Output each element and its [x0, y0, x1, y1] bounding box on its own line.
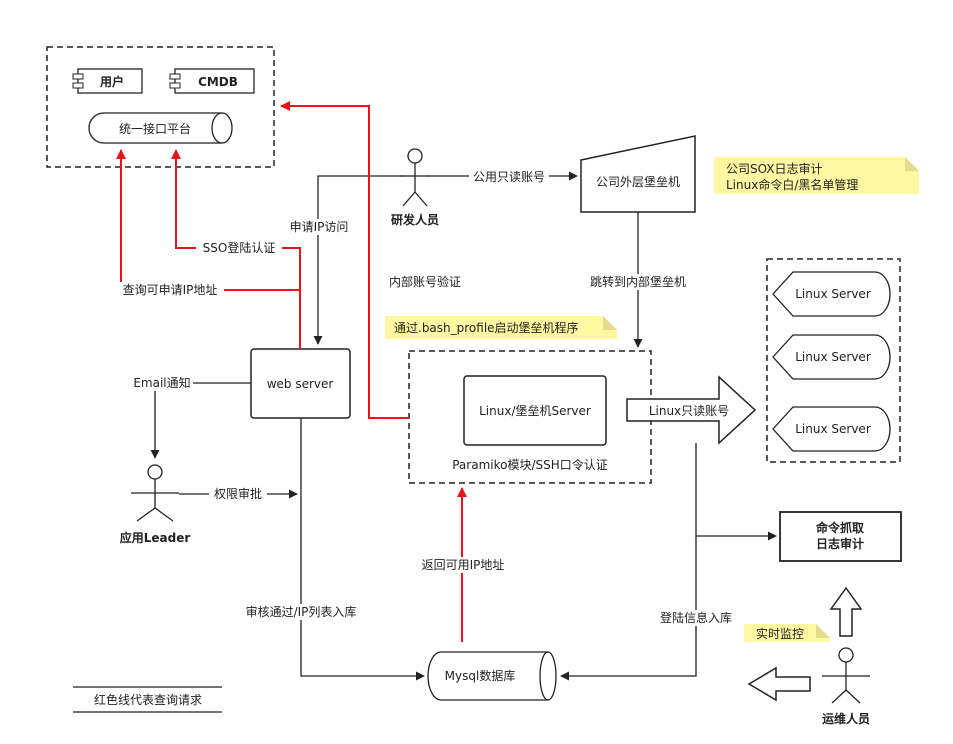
email-notify-label: Email通知 — [133, 376, 190, 390]
developer-label: 研发人员 — [391, 212, 439, 227]
log-audit-line2: 日志审计 — [816, 536, 864, 551]
web-server-label: web server — [267, 377, 334, 391]
linux-readonly-arrow: Linux只读账号 — [626, 375, 757, 445]
query-ip-label: 查询可申请IP地址 — [123, 283, 218, 297]
ops-actor: 运维人员 — [822, 647, 870, 726]
platform-group: 用户 CMDB 统一接口平台 — [46, 46, 275, 168]
permission-approve-label: 权限审批 — [214, 486, 262, 501]
log-capture-edge — [695, 443, 777, 541]
linux-server-label: Linux Server — [795, 287, 871, 301]
log-audit-node: 命令抓取 日志审计 — [779, 511, 902, 562]
mysql-label: Mysql数据库 — [445, 668, 516, 683]
login-store-label: 登陆信息入库 — [660, 610, 732, 625]
return-ip-label: 返回可用IP地址 — [422, 558, 505, 572]
unified-api-label: 统一接口平台 — [119, 121, 191, 136]
email-notify-edge — [150, 382, 251, 459]
realtime-note: 实时监控 — [744, 624, 830, 642]
linux-server-label: Linux Server — [795, 422, 871, 436]
hollow-up-arrow — [829, 586, 863, 637]
outer-bastion-node: 公司外层堡垒机 — [580, 135, 696, 213]
sso-login-label: SSO登陆认证 — [203, 240, 276, 255]
hollow-left-arrow — [747, 666, 811, 702]
realtime-note-text: 实时监控 — [756, 626, 804, 641]
cmdb-label: CMDB — [198, 75, 238, 89]
internal-verify-label: 内部账号验证 — [389, 274, 461, 289]
leader-label: 应用Leader — [120, 530, 191, 545]
unified-api-platform: 统一接口平台 — [88, 112, 233, 144]
apply-ip-label: 申请IP访问 — [290, 220, 349, 234]
query-ip-edge — [116, 149, 300, 291]
linux-server-3: Linux Server — [772, 406, 891, 452]
web-server-node: web server — [250, 348, 351, 419]
linux-server-2: Linux Server — [772, 334, 891, 380]
ops-label: 运维人员 — [822, 711, 870, 726]
linux-server-label: Linux Server — [795, 350, 871, 364]
linux-server-1: Linux Server — [772, 271, 891, 317]
internal-verify-edge — [280, 101, 409, 419]
sox-note-line2: Linux命令白/黑名单管理 — [726, 177, 858, 192]
sox-note-line1: 公司SOX日志审计 — [726, 161, 823, 176]
user-component: 用户 — [72, 68, 143, 94]
legend-red-line-label: 红色线代表查询请求 — [94, 692, 202, 707]
bash-profile-note: 通过.bash_profile启动堡垒机程序 — [385, 316, 617, 339]
legend: 红色线代表查询请求 — [73, 686, 222, 713]
linux-readonly-label: Linux只读账号 — [649, 404, 729, 418]
outer-bastion-label: 公司外层堡垒机 — [596, 174, 680, 189]
approve-store-edge — [300, 418, 425, 681]
bash-profile-note-text: 通过.bash_profile启动堡垒机程序 — [394, 320, 579, 335]
approve-store-label: 审核通过/IP列表入库 — [246, 604, 357, 619]
cmdb-component: CMDB — [169, 68, 255, 94]
log-audit-line1: 命令抓取 — [815, 520, 864, 535]
jump-inner-label: 跳转到内部堡垒机 — [590, 274, 686, 289]
linux-servers-group: Linux Server Linux Server Linux Server — [766, 258, 901, 463]
user-label: 用户 — [99, 74, 124, 89]
login-store-edge — [560, 536, 697, 681]
developer-actor: 研发人员 — [391, 148, 439, 227]
mysql-node: Mysql数据库 — [427, 651, 557, 701]
paramiko-label: Paramiko模块/SSH口令认证 — [452, 457, 608, 472]
sox-note: 公司SOX日志审计 Linux命令白/黑名单管理 — [714, 157, 919, 194]
apply-ip-edge — [313, 175, 405, 345]
leader-actor: 应用Leader — [120, 464, 191, 545]
public-readonly-label: 公用只读账号 — [473, 170, 545, 184]
inner-bastion-group: Linux/堡垒机Server Paramiko模块/SSH口令认证 — [408, 350, 652, 484]
inner-server-label: Linux/堡垒机Server — [479, 403, 591, 418]
